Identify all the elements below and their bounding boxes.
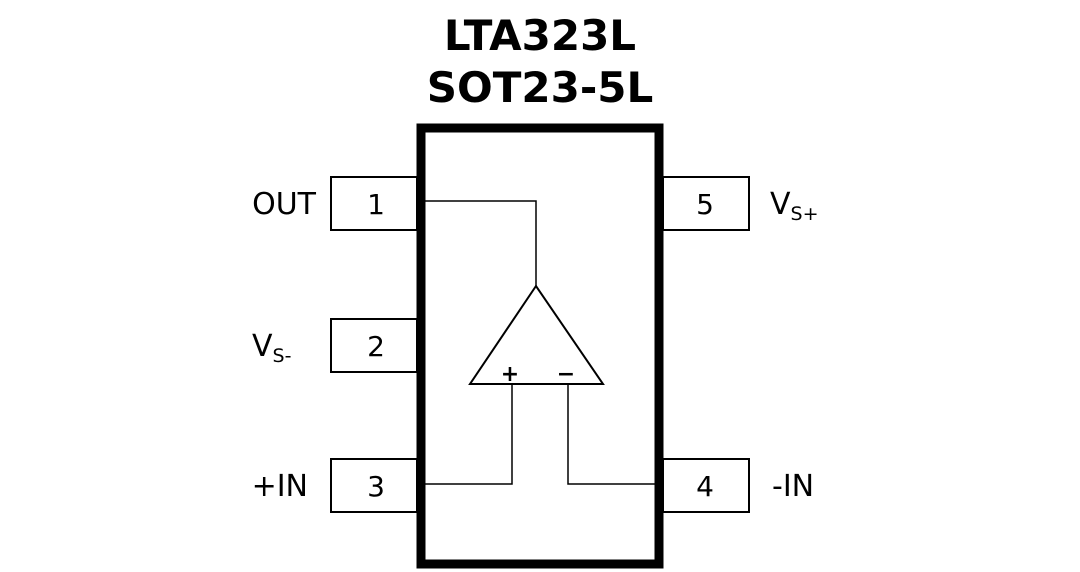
- package-title: SOT23-5L: [427, 63, 653, 112]
- pin-3-number: 3: [367, 470, 385, 503]
- pin-5-label: VS+: [770, 187, 819, 225]
- pin-4-box: [662, 458, 750, 513]
- part-number-title: LTA323L: [444, 11, 636, 60]
- pin-3-label: +IN: [252, 469, 308, 504]
- pin-2-label-sub: S-: [273, 345, 292, 367]
- pin-1-number: 1: [367, 188, 385, 221]
- pin-2-label: VS-: [252, 329, 291, 367]
- pin-5-label-sub: S+: [791, 203, 819, 225]
- output-wire: [425, 200, 537, 286]
- pin-1-label: OUT: [252, 187, 317, 222]
- pin-4-number: 4: [696, 470, 714, 503]
- opamp-minus-sign: −: [557, 362, 575, 387]
- pin-1-box: [330, 176, 418, 231]
- noninverting-input-wire: [425, 384, 513, 485]
- pin-2-number: 2: [367, 330, 385, 363]
- pin-2-label-main: V: [252, 329, 273, 364]
- pin-4-label: -IN: [772, 469, 814, 504]
- inverting-input-wire: [567, 384, 655, 485]
- pin-5-box: [662, 176, 750, 231]
- pin-2-box: [330, 318, 418, 373]
- opamp-plus-sign: +: [501, 362, 519, 387]
- pin-3-box: [330, 458, 418, 513]
- pin-5-number: 5: [696, 188, 714, 221]
- pin-5-label-main: V: [770, 187, 791, 222]
- package-body: [416, 123, 664, 569]
- opamp-symbol: [468, 284, 605, 385]
